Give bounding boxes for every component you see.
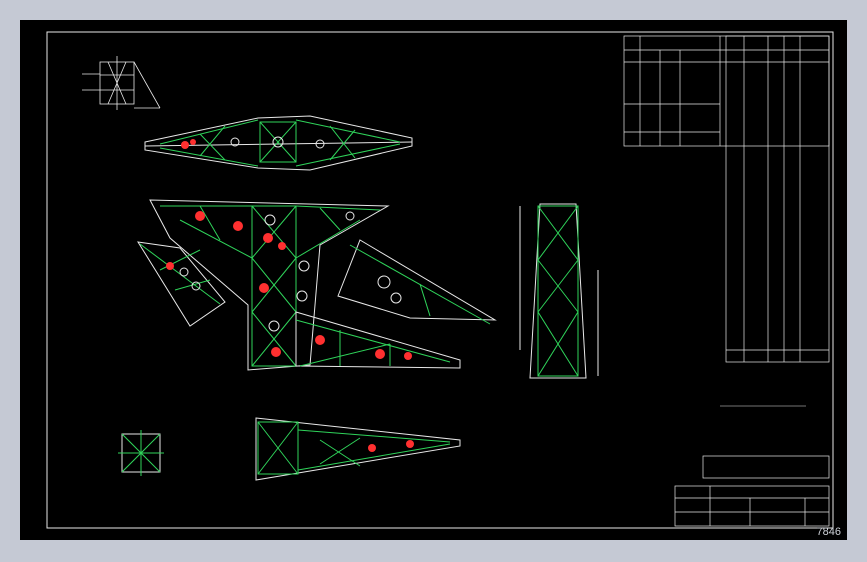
title-block — [674, 455, 830, 527]
drawing-id-label: 7846 — [816, 526, 841, 538]
sheet-border — [46, 31, 834, 529]
base-plan-diagram — [118, 430, 164, 476]
key-plan-diagram — [82, 56, 161, 110]
drawing-sheet — [46, 31, 834, 529]
tower-body-elevation-diagram — [149, 199, 461, 371]
bill-of-materials-table — [623, 35, 830, 363]
cad-drawing-canvas: 7846 — [20, 20, 847, 540]
crossarm-plan-diagram — [144, 115, 413, 171]
detail-b-diagram — [337, 239, 497, 325]
tower-side-elevation-diagram — [519, 203, 599, 379]
lower-crossarm-diagram — [255, 417, 461, 481]
detail-a-diagram — [137, 241, 226, 327]
